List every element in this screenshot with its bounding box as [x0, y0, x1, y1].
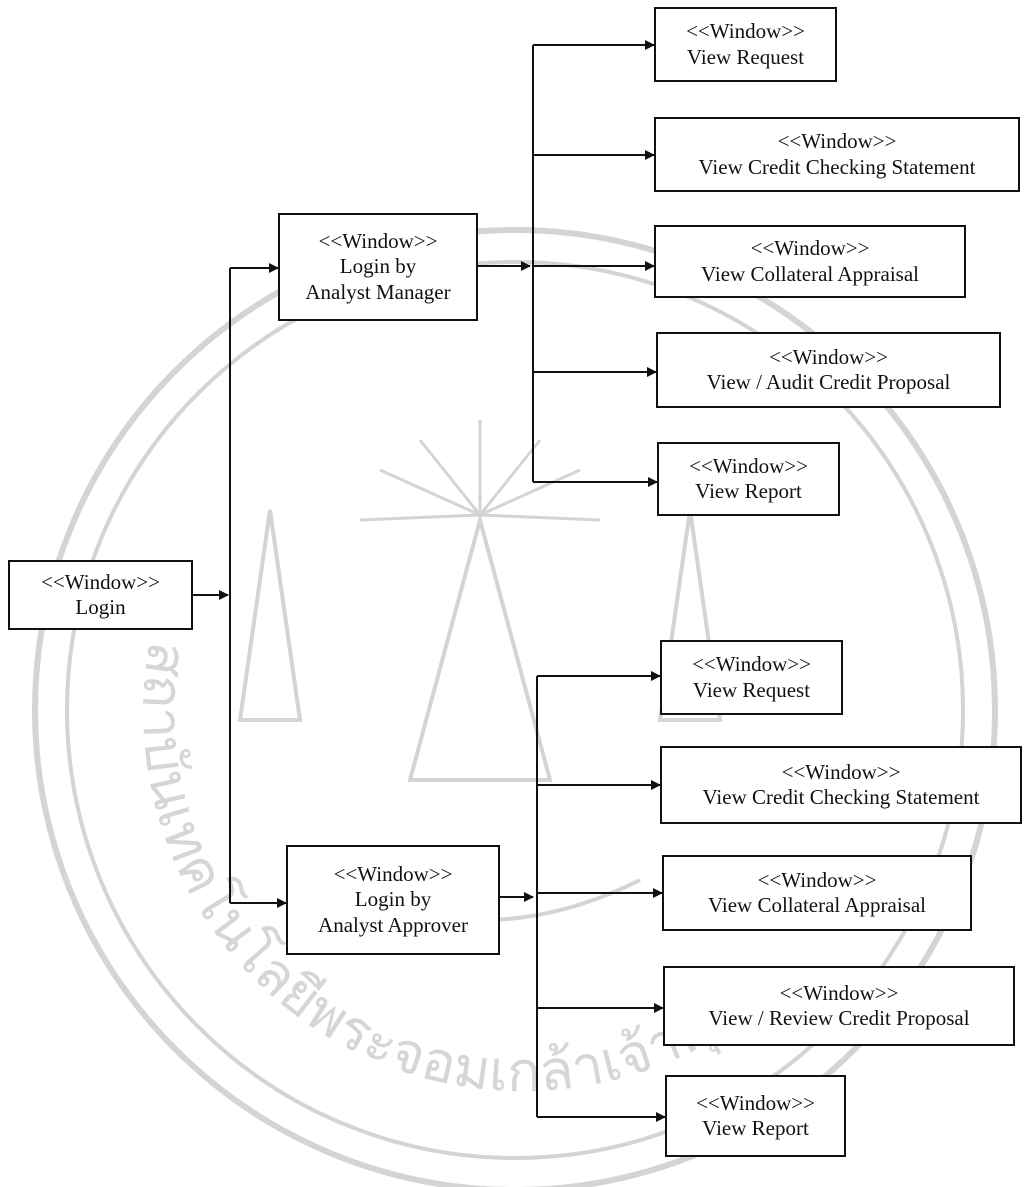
window-approver-view-collateral: <<Window>> View Collateral Appraisal — [662, 855, 972, 931]
stereotype-label: <<Window>> — [750, 236, 870, 261]
window-name-line-2: Analyst Manager — [305, 279, 451, 304]
stereotype-label: <<Window>> — [318, 229, 438, 254]
window-manager-audit-credit-proposal: <<Window>> View / Audit Credit Proposal — [656, 332, 1001, 408]
stereotype-label: <<Window>> — [333, 862, 453, 887]
stereotype-label: <<Window>> — [696, 1090, 815, 1115]
window-approver-view-credit-checking: <<Window>> View Credit Checking Statemen… — [660, 746, 1022, 824]
stereotype-label: <<Window>> — [779, 980, 899, 1005]
window-manager-view-report: <<Window>> View Report — [657, 442, 840, 516]
window-name-line-1: Login by — [354, 887, 432, 912]
window-name: View Report — [695, 479, 802, 503]
window-manager-view-credit-checking: <<Window>> View Credit Checking Statemen… — [654, 117, 1020, 192]
stereotype-label: <<Window>> — [41, 569, 160, 594]
window-name: View Request — [686, 44, 805, 69]
window-login: <<Window>> Login — [8, 560, 193, 630]
stereotype-label: <<Window>> — [692, 652, 811, 677]
window-name-line-1: Login by — [339, 254, 417, 279]
window-login-analyst-approver: <<Window>> Login by Analyst Approver — [286, 845, 500, 955]
window-name: View / Review Credit Proposal — [708, 1006, 970, 1030]
window-login-analyst-manager: <<Window>> Login by Analyst Manager — [278, 213, 478, 321]
window-name: Login — [75, 595, 126, 619]
window-approver-review-credit-proposal: <<Window>> View / Review Credit Proposal — [663, 966, 1015, 1046]
window-approver-view-report: <<Window>> View Report — [665, 1075, 846, 1157]
stereotype-label: <<Window>> — [769, 344, 888, 369]
window-manager-view-collateral: <<Window>> View Collateral Appraisal — [654, 225, 966, 298]
window-name: View Collateral Appraisal — [700, 261, 919, 286]
stereotype-label: <<Window>> — [781, 759, 901, 784]
window-approver-view-request: <<Window>> View Request — [660, 640, 843, 715]
stereotype-label: <<Window>> — [689, 453, 808, 478]
window-name: View / Audit Credit Proposal — [706, 370, 951, 394]
window-name: View Collateral Appraisal — [707, 893, 926, 917]
window-name: View Credit Checking Statement — [698, 154, 976, 179]
stereotype-label: <<Window>> — [757, 867, 877, 892]
window-name: View Credit Checking Statement — [702, 785, 980, 809]
window-name: View Report — [702, 1116, 809, 1140]
stereotype-label: <<Window>> — [686, 19, 805, 44]
window-name: View Request — [692, 677, 811, 702]
window-manager-view-request: <<Window>> View Request — [654, 7, 837, 82]
stereotype-label: <<Window>> — [777, 129, 897, 154]
window-name-line-2: Analyst Approver — [318, 912, 468, 937]
